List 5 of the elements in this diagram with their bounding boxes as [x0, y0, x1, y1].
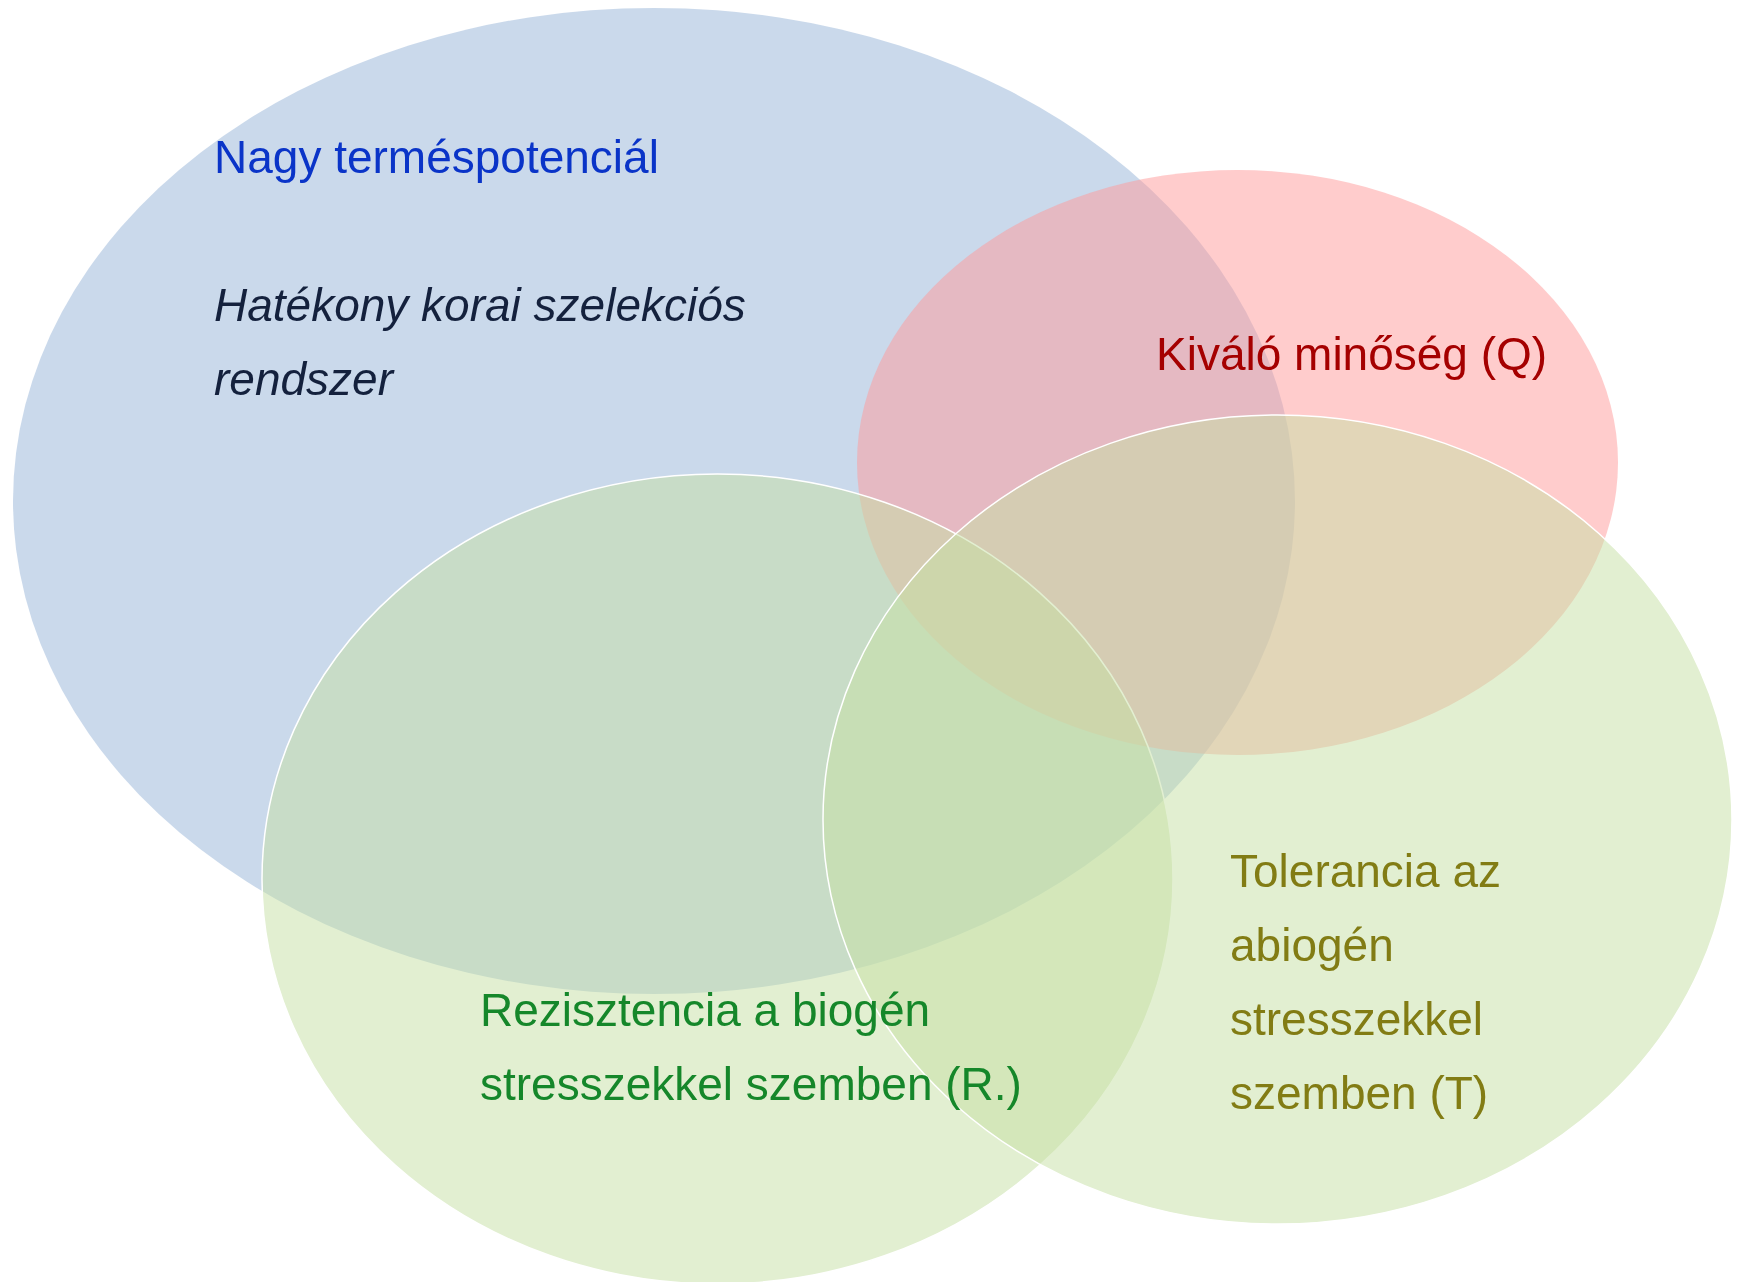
venn-label: Nagy terméspotenciál	[214, 130, 660, 185]
venn-label: Rezisztencia a biogén stresszekkel szemben (R.)	[480, 983, 1023, 1112]
venn-label: Tolerancia az abiogén stresszekkel szemben (T)	[1230, 844, 1503, 1121]
venn-label: Hatékony korai szelekciós rendszer	[214, 278, 747, 407]
venn-label: Kiváló minőség (Q)	[1156, 327, 1549, 382]
